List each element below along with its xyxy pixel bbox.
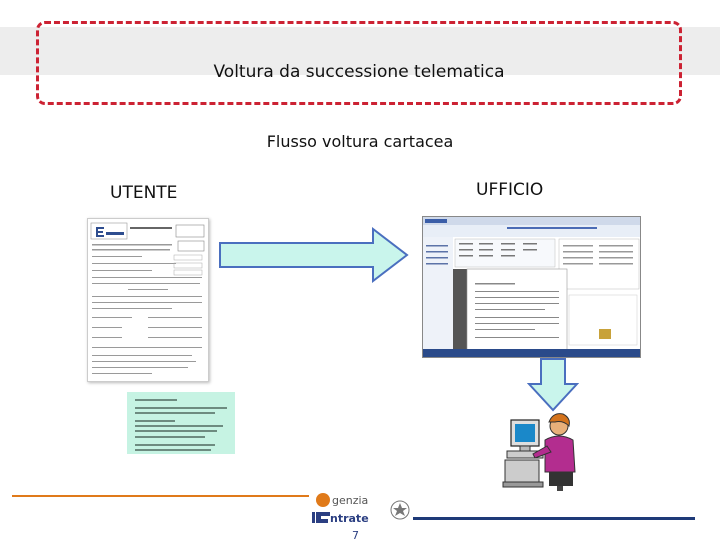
office-software-screenshot <box>422 216 641 358</box>
title-box: Voltura da successione telematica <box>36 21 682 105</box>
logo-bottom-text: ntrate <box>330 512 369 525</box>
footer-line-blue <box>413 517 695 520</box>
footer-line-orange <box>12 495 309 497</box>
slide-subtitle: Flusso voltura cartacea <box>266 132 454 151</box>
note-line <box>135 436 205 438</box>
note-line <box>135 430 217 432</box>
paper-form-image <box>87 218 209 382</box>
info-note-image <box>127 392 235 454</box>
note-line <box>135 420 175 422</box>
software-window-illustration <box>423 217 640 357</box>
note-line <box>135 444 215 446</box>
note-line <box>135 407 227 409</box>
office-clerk-clipart <box>502 413 576 491</box>
header-band <box>0 27 720 75</box>
flow-arrow-down <box>527 358 579 412</box>
note-line <box>135 425 223 427</box>
note-line <box>135 449 211 451</box>
label-utente: UTENTE <box>110 183 178 203</box>
label-ufficio: UFFICIO <box>476 180 544 200</box>
note-line <box>135 399 177 401</box>
paper-form-illustration <box>90 222 205 374</box>
flow-arrow-right <box>219 227 409 283</box>
slide-title: Voltura da successione telematica <box>213 62 505 82</box>
note-line <box>135 412 215 414</box>
page-number: 7 <box>352 529 359 542</box>
logo-top-text: genzia <box>332 494 368 507</box>
agenzia-entrate-logo: genzia ntrate <box>312 493 410 525</box>
emblem-icon <box>390 500 410 520</box>
